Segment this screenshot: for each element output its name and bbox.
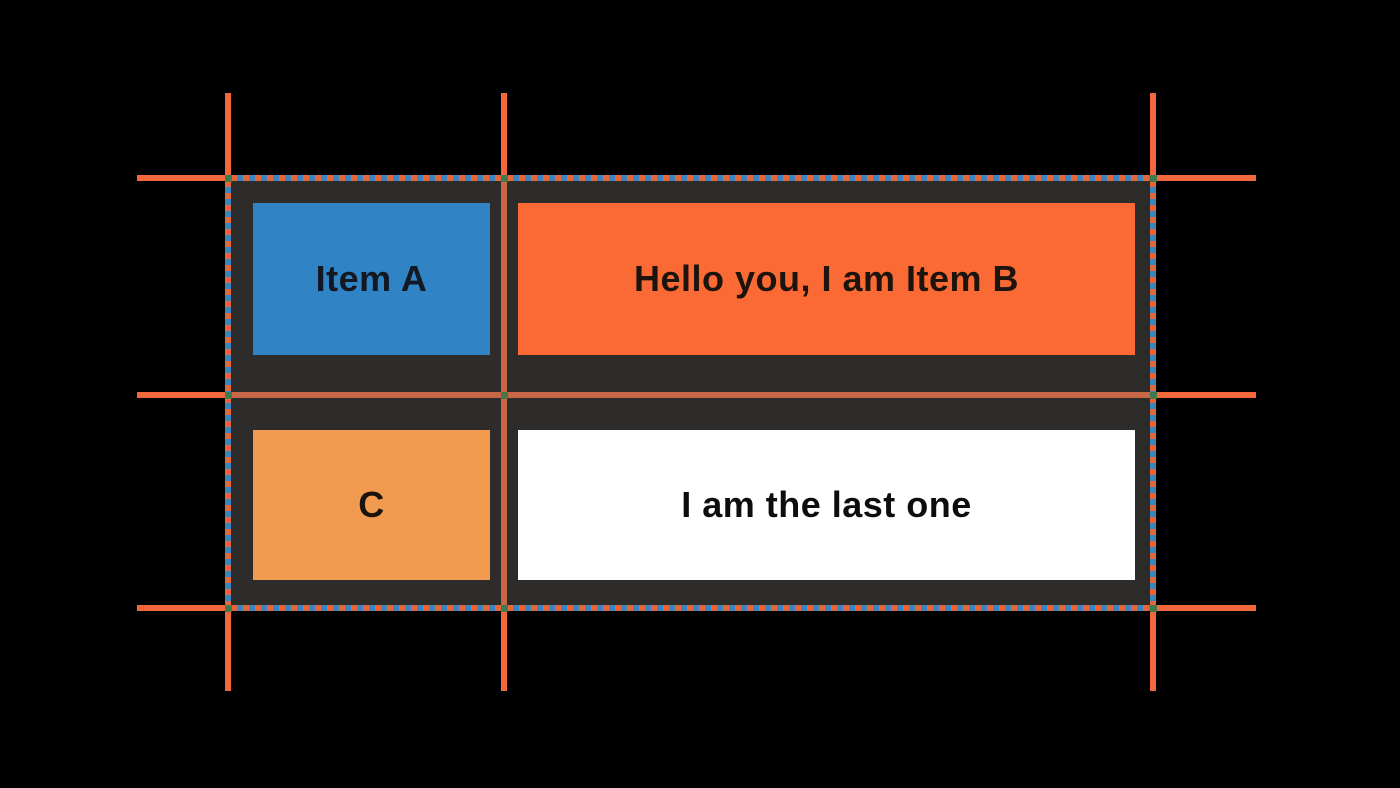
intersection-marker (225, 605, 232, 612)
grid-line-row2-left (137, 392, 226, 398)
grid-item-last: I am the last one (518, 430, 1135, 580)
grid-line-row3-left (137, 605, 226, 611)
grid-line-col1-top (225, 93, 231, 176)
grid-item-c: C (253, 430, 490, 580)
grid-line-col1-bottom (225, 610, 231, 691)
intersection-marker (1150, 392, 1157, 399)
grid-line-col3-bottom (1150, 610, 1156, 691)
intersection-marker (1150, 175, 1157, 182)
grid-line-row2-right (1155, 392, 1256, 398)
intersection-marker (225, 392, 232, 399)
grid-line-row1-right (1155, 175, 1256, 181)
intersection-marker (1150, 605, 1157, 612)
container-border-top (225, 175, 1156, 181)
grid-gap-line-horizontal (231, 392, 1150, 398)
container-border-bottom (225, 605, 1156, 611)
intersection-marker (225, 175, 232, 182)
grid-item-b: Hello you, I am Item B (518, 203, 1135, 355)
intersection-marker (501, 392, 508, 399)
grid-line-row3-right (1155, 605, 1256, 611)
grid-line-col3-top (1150, 93, 1156, 176)
grid-line-col2-top (501, 93, 507, 176)
grid-item-a: Item A (253, 203, 490, 355)
intersection-marker (501, 605, 508, 612)
intersection-marker (501, 175, 508, 182)
grid-line-col2-bottom (501, 610, 507, 691)
grid-line-row1-left (137, 175, 226, 181)
